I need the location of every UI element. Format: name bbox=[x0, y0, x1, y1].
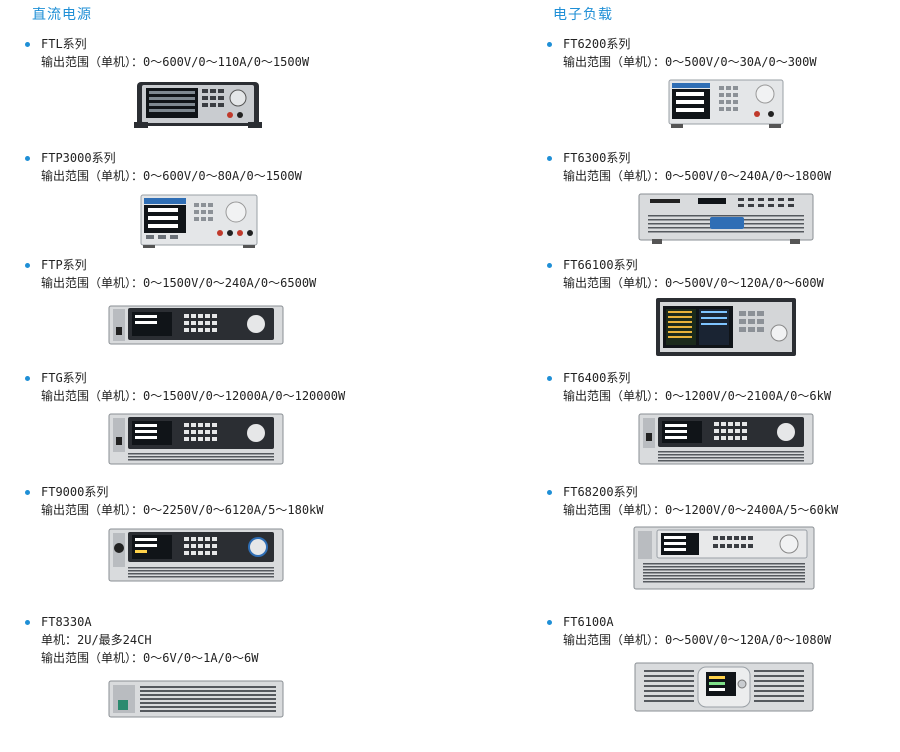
power-supply-icon bbox=[108, 680, 284, 720]
power-supply-icon bbox=[138, 193, 260, 249]
product-name: FT9000系列 bbox=[25, 483, 355, 501]
product-item-ft6200[interactable]: FT6200系列 输出范围（单机）：0～500V/0～30A/0～300W bbox=[547, 35, 877, 71]
product-item-ft6300[interactable]: FT6300系列 输出范围（单机）：0～500V/0～240A/0～1800W bbox=[547, 149, 877, 185]
product-item-ft9000[interactable]: FT9000系列 输出范围（单机）：0～2250V/0～6120A/5～180k… bbox=[25, 483, 355, 519]
product-name: FT68200系列 bbox=[547, 483, 877, 501]
product-item-ft8330a[interactable]: FT8330A 单机：2U/最多24CH 输出范围（单机）：0～6V/0～1A/… bbox=[25, 613, 355, 667]
product-spec: 单机：2U/最多24CH bbox=[41, 633, 152, 647]
product-spec: 输出范围（单机）：0～6V/0～1A/0～6W bbox=[41, 651, 259, 665]
product-spec: 输出范围（单机）：0～2250V/0～6120A/5～180kW bbox=[41, 503, 324, 517]
product-spec: 输出范围（单机）：0～500V/0～120A/0～600W bbox=[563, 276, 824, 290]
product-spec: 输出范围（单机）：0～1500V/0～12000A/0～120000W bbox=[41, 389, 346, 403]
product-item-ft66100[interactable]: FT66100系列 输出范围（单机）：0～500V/0～120A/0～600W bbox=[547, 256, 877, 292]
product-name: FT6300系列 bbox=[547, 149, 877, 167]
product-name: FT8330A bbox=[25, 613, 355, 631]
product-name: FT66100系列 bbox=[547, 256, 877, 274]
power-supply-icon bbox=[108, 305, 284, 347]
electronic-load-icon bbox=[633, 526, 815, 592]
product-name: FTP系列 bbox=[25, 256, 355, 274]
product-name: FT6400系列 bbox=[547, 369, 877, 387]
electronic-load-icon bbox=[634, 662, 814, 714]
electronic-load-icon bbox=[638, 193, 814, 245]
power-supply-icon bbox=[108, 528, 284, 584]
product-item-ftl[interactable]: FTL系列 输出范围（单机）：0～600V/0～110A/0～1500W bbox=[25, 35, 355, 71]
product-spec: 输出范围（单机）：0～1500V/0～240A/0～6500W bbox=[41, 276, 317, 290]
electronic-load-icon bbox=[655, 297, 797, 359]
product-name: FT6200系列 bbox=[547, 35, 877, 53]
section-title-dc-power: 直流电源 bbox=[32, 7, 92, 23]
product-spec: 输出范围（单机）：0～1200V/0～2100A/0～6kW bbox=[563, 389, 832, 403]
product-spec: 输出范围（单机）：0～600V/0～80A/0～1500W bbox=[41, 169, 302, 183]
product-spec: 输出范围（单机）：0～500V/0～30A/0～300W bbox=[563, 55, 817, 69]
product-item-ftp[interactable]: FTP系列 输出范围（单机）：0～1500V/0～240A/0～6500W bbox=[25, 256, 355, 292]
product-spec: 输出范围（单机）：0～600V/0～110A/0～1500W bbox=[41, 55, 310, 69]
electronic-load-icon bbox=[638, 413, 814, 467]
product-name: FTL系列 bbox=[25, 35, 355, 53]
product-spec: 输出范围（单机）：0～500V/0～120A/0～1080W bbox=[563, 633, 832, 647]
electronic-load-icon bbox=[667, 78, 785, 130]
product-name: FTG系列 bbox=[25, 369, 355, 387]
product-item-ft6400[interactable]: FT6400系列 输出范围（单机）：0～1200V/0～2100A/0～6kW bbox=[547, 369, 877, 405]
product-spec: 输出范围（单机）：0～1200V/0～2400A/5～60kW bbox=[563, 503, 839, 517]
product-spec: 输出范围（单机）：0～500V/0～240A/0～1800W bbox=[563, 169, 832, 183]
power-supply-icon bbox=[134, 78, 262, 132]
product-item-ft68200[interactable]: FT68200系列 输出范围（单机）：0～1200V/0～2400A/5～60k… bbox=[547, 483, 877, 519]
product-name: FT6100A bbox=[547, 613, 877, 631]
product-item-ftg[interactable]: FTG系列 输出范围（单机）：0～1500V/0～12000A/0～120000… bbox=[25, 369, 355, 405]
power-supply-icon bbox=[108, 413, 284, 467]
section-title-electronic-load: 电子负载 bbox=[553, 7, 613, 23]
product-name: FTP3000系列 bbox=[25, 149, 355, 167]
product-item-ftp3000[interactable]: FTP3000系列 输出范围（单机）：0～600V/0～80A/0～1500W bbox=[25, 149, 355, 185]
product-item-ft6100a[interactable]: FT6100A 输出范围（单机）：0～500V/0～120A/0～1080W bbox=[547, 613, 877, 649]
